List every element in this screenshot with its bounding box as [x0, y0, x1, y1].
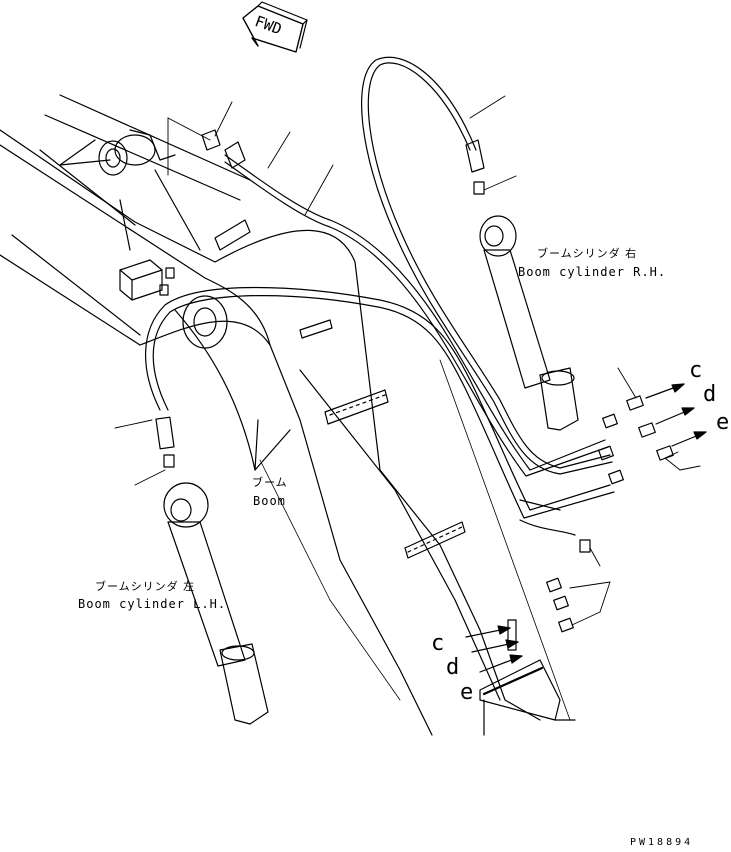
hydraulic-hoses [144, 56, 674, 633]
boom-cylinder-lh [163, 482, 269, 725]
boom-cylinder-rh-label-jp: ブームシリンダ 右 [537, 247, 638, 260]
port-label-left-e: e [460, 680, 474, 705]
boom-cylinder-lh-label-en: Boom cylinder L.H. [78, 597, 227, 611]
drawing-code: PW18894 [630, 837, 694, 848]
port-label-right-c: c [689, 358, 703, 383]
leader-lines [114, 95, 701, 626]
boom-cylinder-rh [479, 215, 579, 431]
boom-structure [0, 94, 576, 736]
port-arrows-left [465, 619, 523, 673]
port-label-left-c: c [431, 631, 445, 656]
boom-label-en: Boom [253, 494, 286, 508]
port-label-left-d: d [446, 655, 460, 680]
boom-cylinder-lh-label-jp: ブームシリンダ 左 [95, 580, 196, 593]
fwd-arrow-icon [242, 1, 308, 53]
port-label-right-d: d [703, 382, 717, 407]
port-arrows-right [645, 383, 707, 447]
boom-label-jp: ブーム [252, 476, 288, 489]
port-label-right-e: e [716, 410, 730, 435]
boom-cylinder-rh-label-en: Boom cylinder R.H. [518, 265, 667, 279]
